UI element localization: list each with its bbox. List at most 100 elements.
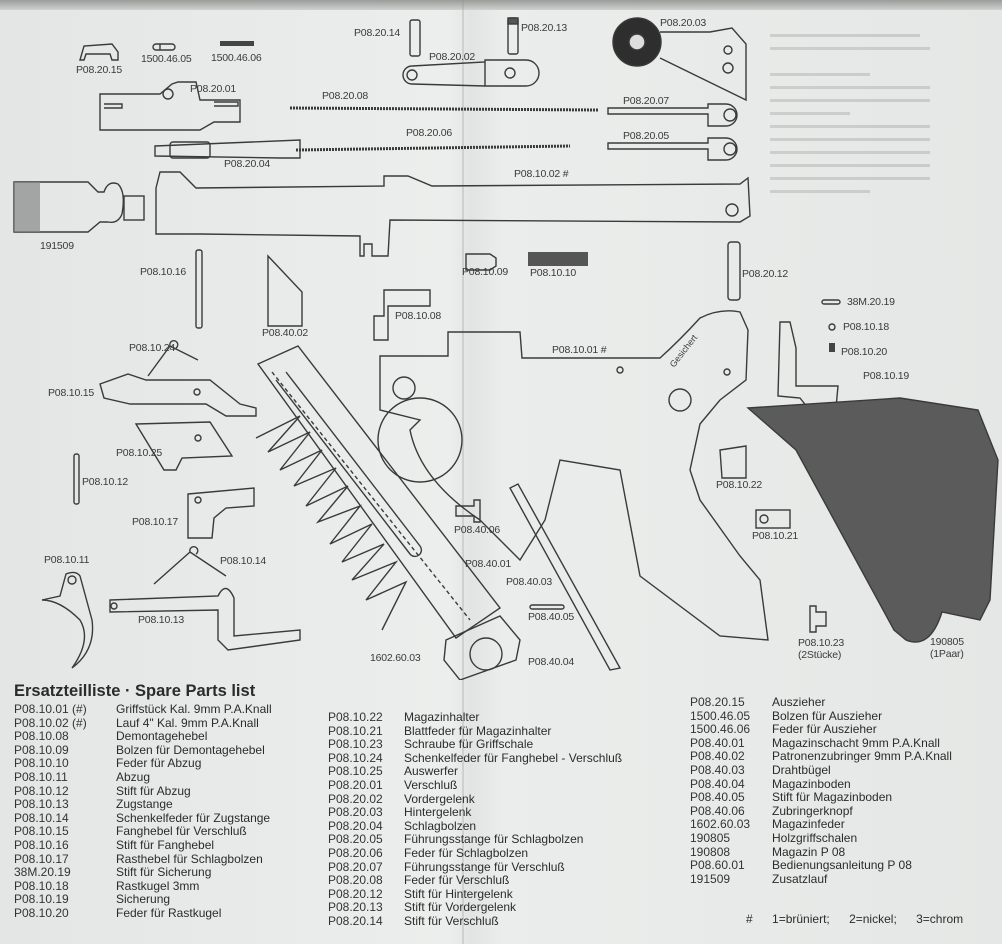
part-number: P08.20.14 [328, 913, 383, 928]
parts-list-row: P08.10.14 Schenkelfeder für Zugstange [14, 810, 272, 826]
part-description: Auswerfer [404, 764, 459, 779]
label-38M-20-19: 38M.20.19 [847, 296, 895, 308]
part-breechblock [99, 81, 241, 131]
part-pin-trigger [73, 453, 80, 505]
parts-list-row: P08.10.13 Zugstange [14, 798, 272, 812]
part-takedown-bolt [465, 253, 497, 271]
part-description: Hintergelenk [404, 805, 472, 820]
part-number: P08.40.01 [690, 735, 745, 750]
part-description: Stift für Magazinboden [772, 790, 893, 805]
part-number: 190805 [690, 830, 731, 845]
part-holdopen-lever [99, 373, 257, 417]
legend-item: 3=chrom [916, 912, 964, 926]
part-description: Magazin P 08 [772, 844, 846, 859]
part-description: Magazinfeder [772, 817, 845, 832]
part-magazine-base [443, 615, 521, 680]
part-breechblock-hole [162, 88, 174, 100]
part-frame [379, 310, 769, 641]
part-description: Magazinschacht 9mm P.A.Knall [772, 735, 940, 750]
part-follower-button [455, 499, 481, 523]
part-ejector [134, 421, 234, 471]
label-P08-40-02: P08.40.02 [262, 327, 309, 339]
label-191509: 191509 [40, 240, 74, 252]
part-description: Führungsstange für Verschluß [404, 859, 565, 874]
label-P08-20-01: P08.20.01 [190, 83, 237, 95]
label-P08-20-06: P08.20.06 [406, 127, 453, 139]
part-description: Feder für Abzug [116, 756, 202, 771]
part-number: P08.10.22 [328, 710, 383, 724]
label-P08-10-24: P08.10.24 [129, 342, 176, 354]
label-1602-60-03: 1602.60.03 [370, 652, 421, 664]
part-number: P08.10.25 [328, 764, 383, 779]
part-description: Stift für Hintergelenk [404, 886, 513, 901]
part-description: Zusatzlauf [772, 871, 828, 886]
label-P08-20-03: P08.20.03 [660, 17, 707, 29]
part-firing-pin [154, 139, 301, 159]
finish-legend: # 1=brüniert; 2=nickel; 3=chrom [746, 912, 979, 926]
part-number: P08.10.19 [14, 892, 69, 907]
part-number: P08.10.01 (#) [14, 702, 87, 716]
legend-item: 2=nickel; [849, 912, 897, 926]
part-number: P08.10.17 [14, 851, 69, 866]
label-190805-qty: (1Paar) [930, 648, 964, 660]
legend-symbol: # [746, 912, 753, 926]
parts-list-row: P08.10.02 (#) Lauf 4" Kal. 9mm P.A.Knall [14, 715, 272, 731]
part-trigger-bar-spring [153, 546, 227, 585]
part-trigger-bar [109, 587, 301, 651]
part-description: Schenkelfeder für Fanghebel - Verschluß [404, 750, 623, 765]
part-number: P08.20.07 [328, 859, 383, 874]
label-P08-20-02: P08.20.02 [429, 51, 476, 63]
part-description: Drahtbügel [772, 762, 831, 777]
part-number: P08.20.05 [328, 832, 383, 847]
part-number: 1500.46.05 [690, 708, 751, 723]
label-P08-10-11: P08.10.11 [44, 554, 90, 566]
part-number: P08.10.08 [14, 729, 69, 744]
part-description: Magazinhalter [404, 710, 480, 724]
label-P08-20-08: P08.20.08 [322, 90, 369, 102]
part-pin-holdopen [195, 249, 203, 329]
grip-marking: Gesichert [668, 332, 700, 369]
part-number: P08.10.13 [14, 797, 69, 812]
label-P08-20-12: P08.20.12 [742, 268, 789, 280]
label-P08-10-02: P08.10.02 # [514, 168, 569, 180]
part-number: P08.20.03 [328, 805, 383, 820]
part-base-pin [529, 604, 565, 610]
part-description: Zugstange [116, 797, 173, 812]
part-description: Holzgriffschalen [772, 830, 858, 845]
part-follower [267, 254, 303, 327]
part-recoil-spring [289, 106, 599, 112]
part-description: Stift für Vordergelenk [404, 900, 517, 915]
part-holdopen-spring [147, 340, 199, 377]
part-number: P08.60.01 [690, 858, 745, 873]
part-description: Rastkugel 3mm [116, 878, 200, 893]
part-number: P08.10.16 [14, 837, 69, 852]
part-number: P08.10.14 [14, 810, 69, 825]
part-description: Schlagbolzen [404, 818, 477, 833]
part-number: P08.10.02 (#) [14, 715, 87, 730]
part-description: Auszieher [772, 695, 826, 709]
part-description: Bolzen für Demontagehebel [116, 742, 265, 757]
legend-item: 1=brüniert; [772, 912, 830, 926]
part-description: Schenkelfeder für Zugstange [116, 810, 271, 825]
parts-list-row: P08.20.07 Führungsstange für Verschluß [328, 859, 622, 875]
part-description: Demontagehebel [116, 729, 208, 744]
part-description: Lauf 4" Kal. 9mm P.A.Knall [116, 715, 259, 730]
label-P08-10-20: P08.10.20 [841, 346, 888, 358]
part-number: P08.40.02 [690, 749, 745, 764]
part-trigger [41, 571, 94, 669]
part-number: P08.10.15 [14, 824, 69, 839]
